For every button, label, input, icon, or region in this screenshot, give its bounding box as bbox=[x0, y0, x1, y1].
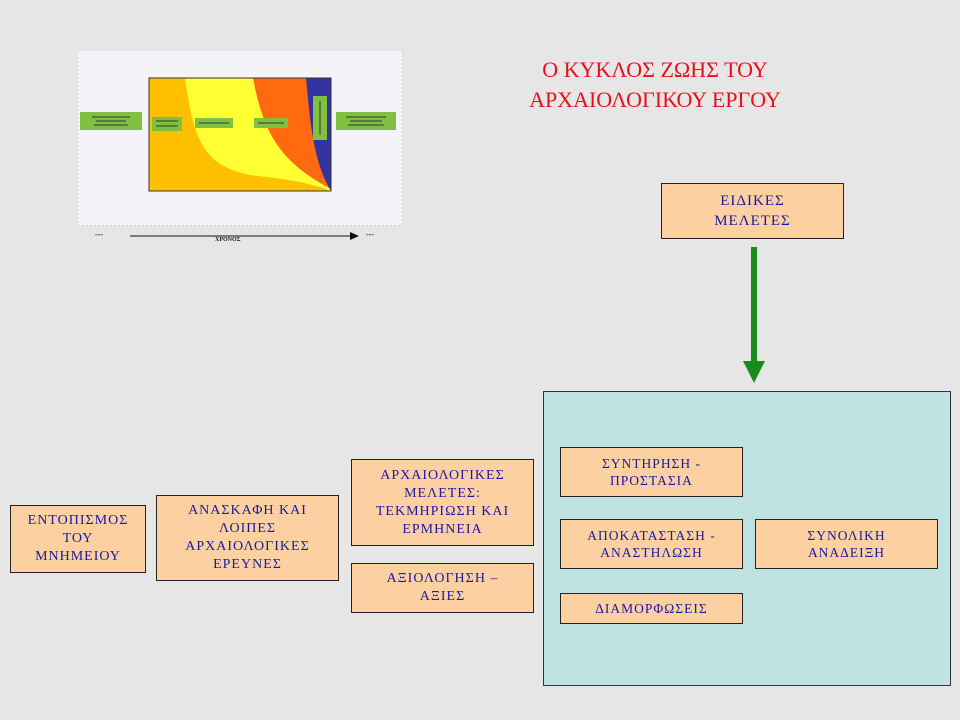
monument-location-box: ΕΝΤΟΠΙΣΜΟΣ ΤΟΥ ΜΝΗΜΕΙΟΥ bbox=[10, 505, 146, 573]
excavation-box: ΑΝΑΣΚΑΦΗ ΚΑΙ ΛΟΙΠΕΣ ΑΡΧΑΙΟΛΟΓΙΚΕΣ ΕΡΕΥΝΕ… bbox=[156, 495, 339, 581]
special-studies-box: ΕΙΔΙΚΕΣ ΜΕΛΕΤΕΣ bbox=[661, 183, 844, 239]
overall-enhancement-box: ΣΥΝΟΛΙΚΗ ΑΝΑΔΕΙΞΗ bbox=[755, 519, 938, 569]
time-axis-left-end: --- bbox=[95, 230, 103, 239]
time-axis-label: ΧΡΟΝΟΣ bbox=[215, 237, 241, 243]
conservation-box: ΣΥΝΤΗΡΗΣΗ - ΠΡΟΣΤΑΣΙΑ bbox=[560, 447, 743, 497]
restoration-box: ΑΠΟΚΑΤΑΣΤΑΣΗ - ΑΝΑΣΤΗΛΩΣΗ bbox=[560, 519, 743, 569]
time-axis-right-end: --- bbox=[366, 230, 374, 239]
page-title: Ο ΚΥΚΛΟΣ ΖΩΗΣ ΤΟΥ ΑΡΧΑΙΟΛΟΓΙΚΟΥ ΕΡΓΟΥ bbox=[529, 57, 781, 112]
evaluation-box: ΑΞΙΟΛΟΓΗΣΗ – ΑΞΙΕΣ bbox=[351, 563, 534, 613]
lifecycle-thumbnail: --- ΧΡΟΝΟΣ --- bbox=[78, 51, 404, 251]
down-arrow bbox=[743, 247, 765, 383]
landscaping-box: ΔΙΑΜΟΡΦΩΣΕΙΣ bbox=[560, 593, 743, 624]
archaeological-studies-box: ΑΡΧΑΙΟΛΟΓΙΚΕΣ ΜΕΛΕΤΕΣ: ΤΕΚΜΗΡΙΩΣΗ ΚΑΙ ΕΡ… bbox=[351, 459, 534, 546]
